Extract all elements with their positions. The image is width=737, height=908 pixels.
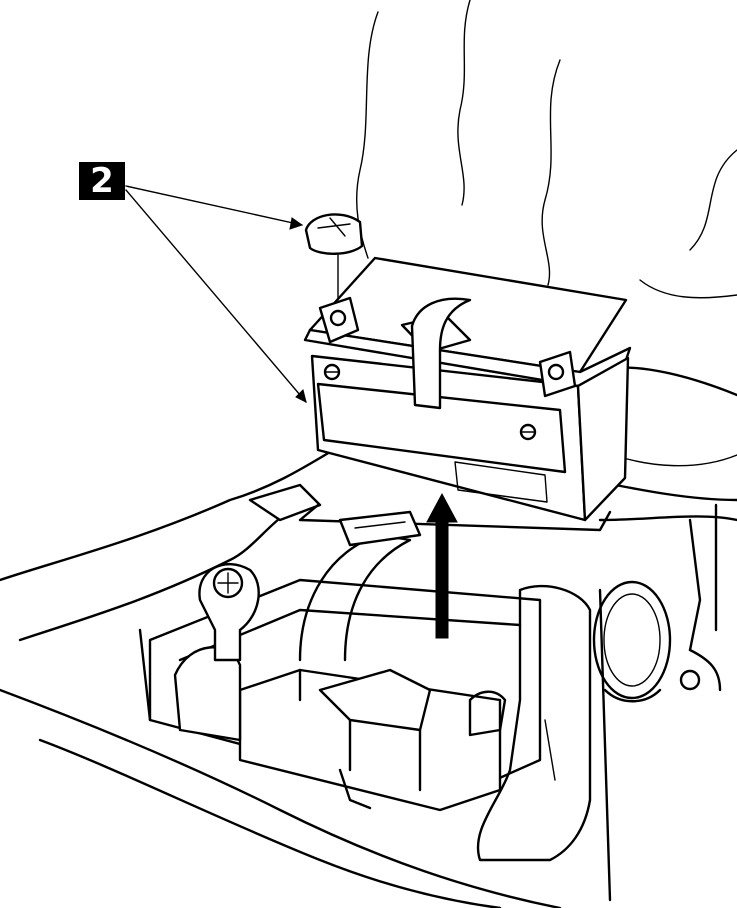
callout-number: 2 xyxy=(90,161,114,201)
callout-number-box: 2 xyxy=(79,162,125,200)
removal-arrow-icon xyxy=(426,492,458,639)
fuel-cap-icon xyxy=(592,580,701,703)
battery-icon xyxy=(303,256,632,522)
retaining-strap-icon xyxy=(298,510,422,662)
terminal-lead xyxy=(198,562,260,662)
callout-leaders xyxy=(125,185,307,403)
terminal-cap-icon xyxy=(304,213,364,301)
